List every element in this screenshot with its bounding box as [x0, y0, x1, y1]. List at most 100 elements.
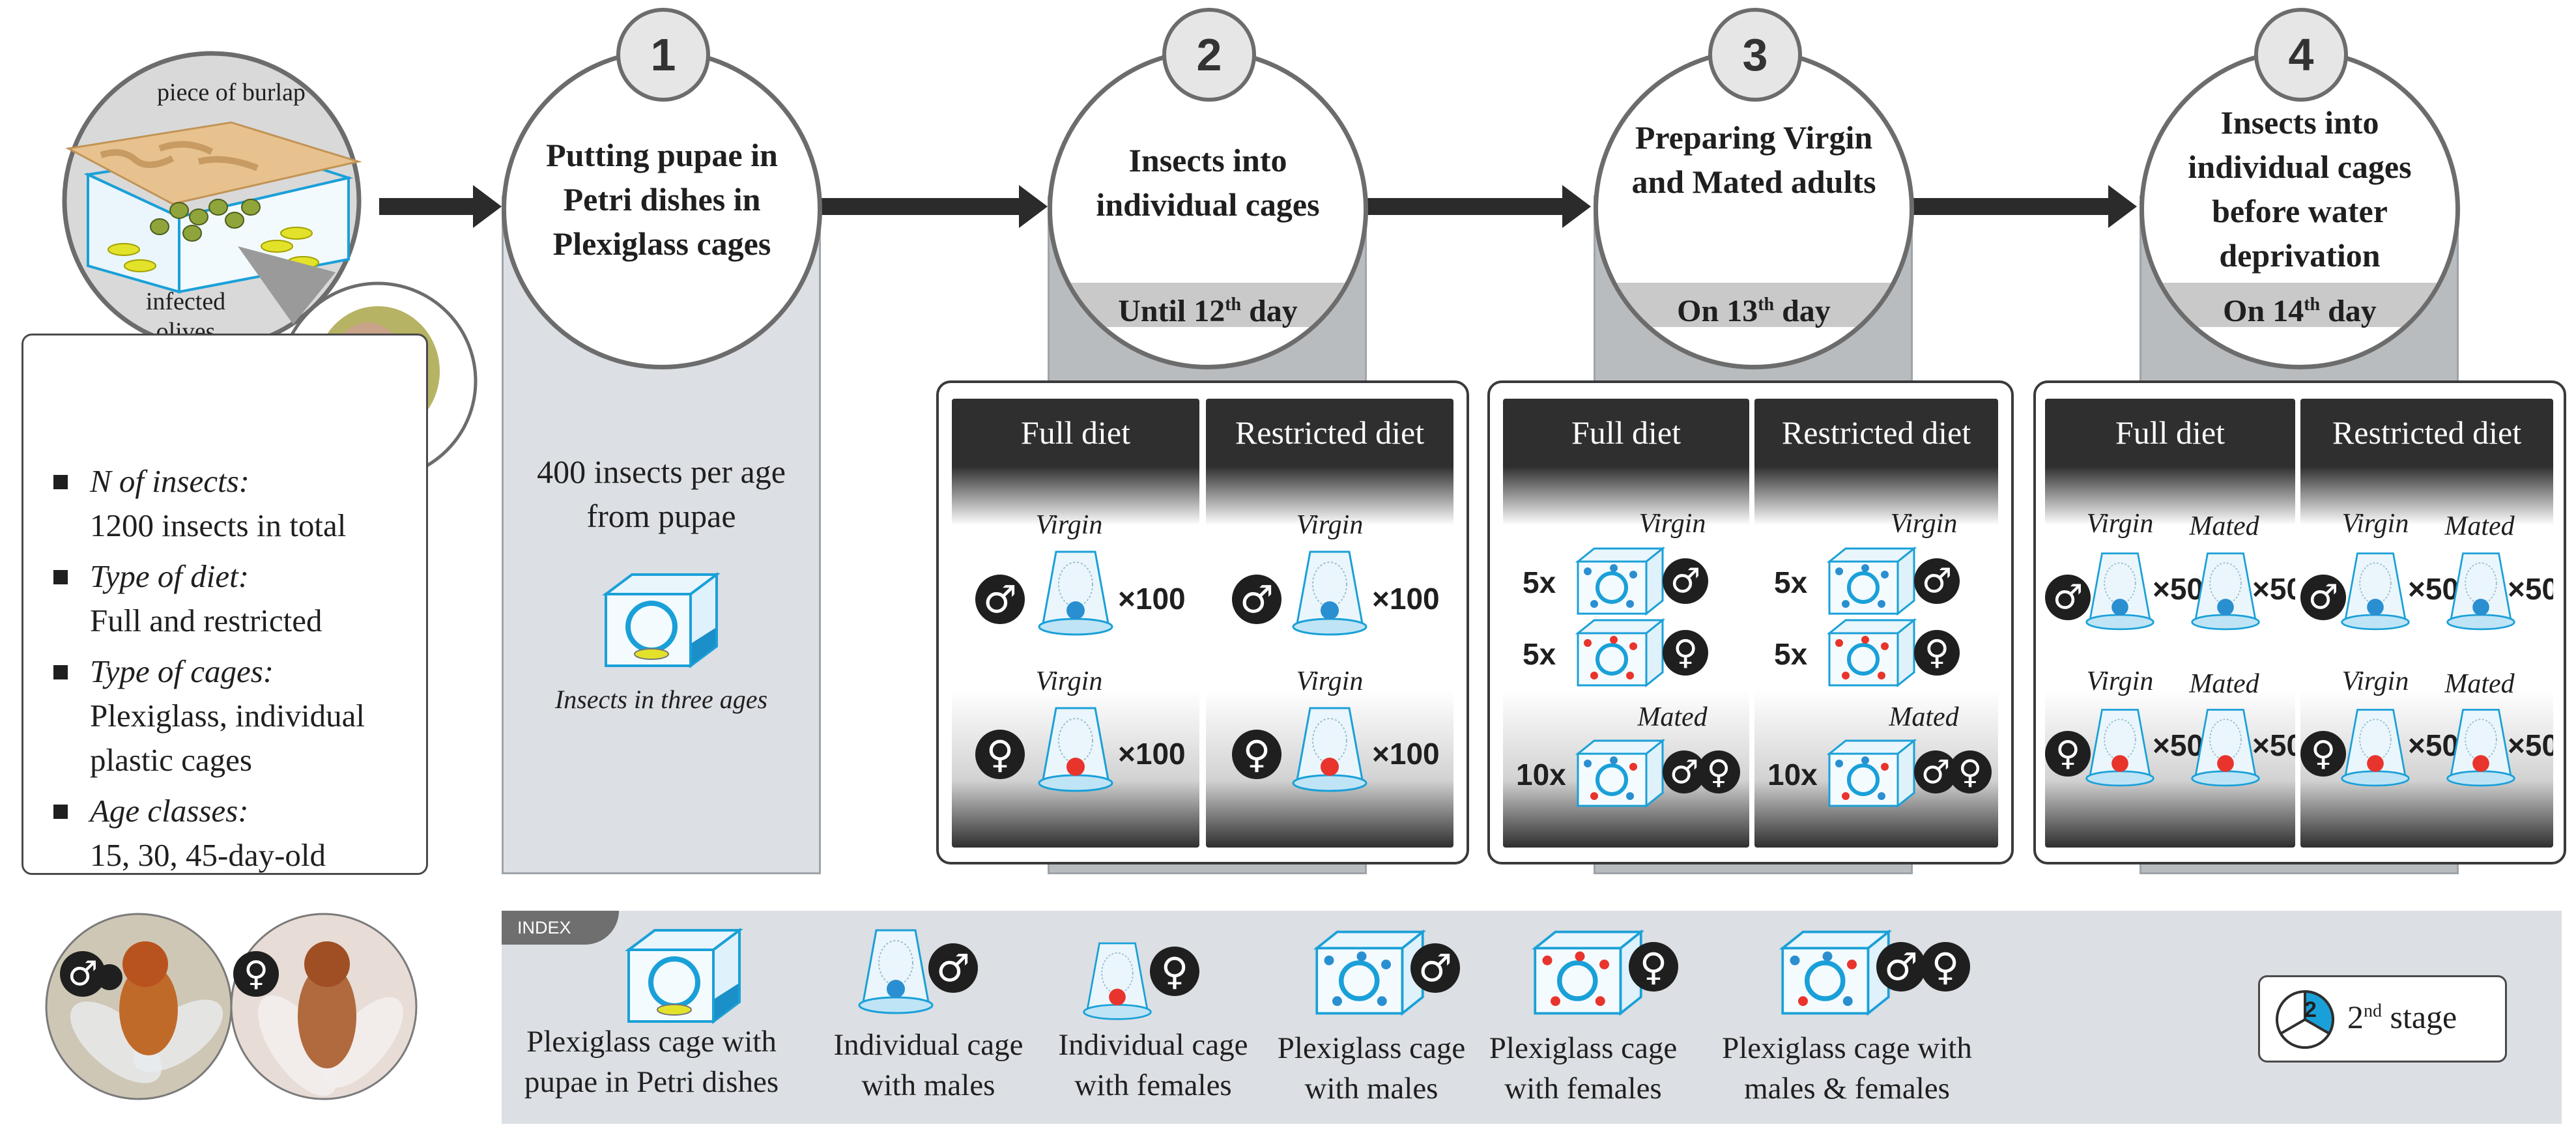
- individual-cage-female-icon: [1038, 707, 1113, 792]
- individual-cage-male-icon: [858, 929, 934, 1014]
- individual-cage-female-icon: [1292, 707, 1367, 792]
- stage-2-circle: Insects into individual cages Until 12th…: [1048, 49, 1368, 369]
- stage-4-number: 4: [2254, 8, 2348, 102]
- plexiglass-cage-females-icon: [1575, 618, 1666, 688]
- count-label: ×50: [2153, 728, 2204, 762]
- count-label: ×50: [2408, 728, 2459, 762]
- female-fly-photo: ♀: [229, 912, 418, 1101]
- restricted-diet-header: Restricted diet: [1754, 399, 1998, 466]
- stage-3-day-band: On 13th day: [1598, 283, 1910, 328]
- individual-cage-female-icon: [2446, 709, 2515, 787]
- virgin-label: Virgin: [1035, 666, 1103, 696]
- index-label-plexiglass-males: Plexiglass cage with males: [1277, 1031, 1466, 1106]
- summary-item-ages: Age classes:15, 30, 45-day-old: [50, 789, 421, 878]
- female-symbol-icon: ♀: [2300, 731, 2346, 777]
- stage-3-restricted-diet: Restricted diet Virgin 5x ♂ 5x ♀ Mated 1…: [1754, 399, 1998, 848]
- male-symbol-icon: ♂: [2045, 575, 2091, 620]
- flow-arrow-4: [1909, 185, 2137, 228]
- individual-cage-female-icon: [2085, 709, 2154, 787]
- restricted-diet-header: Restricted diet: [2300, 399, 2553, 466]
- stage-4-restricted-diet: Restricted diet Virgin Mated ♂ ×50 ×50 V…: [2300, 399, 2553, 848]
- female-symbol-icon: ♀: [233, 951, 279, 997]
- stage-1-number: 1: [616, 8, 710, 102]
- plexiglass-cage-mixed-icon: [1826, 738, 1917, 808]
- individual-cage-female-icon: [2191, 709, 2260, 787]
- individual-cage-male-icon: [2446, 552, 2515, 631]
- plexiglass-cage-males-icon: [1826, 546, 1917, 616]
- male-symbol-icon: ♂: [2300, 575, 2346, 620]
- female-symbol-icon: ♀: [2045, 731, 2091, 777]
- flow-arrow-3: [1363, 185, 1591, 228]
- count-label: 5x: [1774, 565, 1808, 599]
- female-symbol-icon: ♀: [1949, 750, 1992, 793]
- female-symbol-icon: ♀: [1914, 630, 1960, 676]
- individual-cage-female-icon: [2341, 709, 2410, 787]
- plexiglass-cage-females-icon: [1531, 929, 1645, 1016]
- olive-setup-illustration: [62, 51, 362, 350]
- stage-4-day-band: On 14th day: [2144, 283, 2455, 328]
- index-label-plexiglass-mixed: Plexiglass cage with males & females: [1722, 1031, 1972, 1106]
- plexiglass-cage-females-icon: [1826, 618, 1917, 688]
- stage-3-panel: Full diet Virgin 5x ♂ 5x ♀ Mated 10x: [1487, 380, 2014, 864]
- male-symbol-icon: ♂: [1232, 575, 1281, 624]
- virgin-label: Virgin: [2341, 509, 2409, 539]
- male-symbol-icon: ♂: [975, 575, 1025, 624]
- index-legend: INDEX Plexiglass cage with pupae in Petr…: [502, 911, 2562, 1124]
- flow-arrow-2: [820, 185, 1048, 228]
- stage-4-title: Insects into individual cages before wat…: [2188, 104, 2412, 274]
- stage-2-panel: Full diet Virgin ♂ ×100 Virgin ♀ ×100 Re…: [936, 380, 1469, 864]
- index-label-petri-cage: Plexiglass cage with pupae in Petri dish…: [524, 1025, 779, 1099]
- index-label-individual-female: Individual cage with females: [1058, 1028, 1248, 1102]
- stage-1-title: Putting pupae in Petri dishes in Plexigl…: [546, 137, 778, 262]
- restricted-diet-header: Restricted diet: [1206, 399, 1453, 466]
- virgin-label: Virgin: [1890, 509, 1958, 539]
- male-symbol-icon: ♂: [1914, 750, 1957, 793]
- plexiglass-cage-mixed-icon: [1779, 929, 1893, 1016]
- count-label: 10x: [1516, 758, 1566, 792]
- petri-cage-icon: [625, 928, 743, 1024]
- stage-3-number: 3: [1708, 8, 1802, 102]
- stage-4-full-diet: Full diet Virgin Mated ♂ ×50 ×50 Virgin …: [2045, 399, 2295, 848]
- plexiglass-cage-mixed-icon: [1575, 738, 1666, 808]
- virgin-label: Virgin: [2086, 666, 2154, 696]
- individual-cage-male-icon: [2341, 552, 2410, 631]
- count-label: 5x: [1774, 637, 1808, 671]
- mated-label: Mated: [1889, 702, 1959, 732]
- full-diet-header: Full diet: [2045, 399, 2295, 466]
- female-symbol-icon: ♀: [1150, 947, 1199, 996]
- flow-arrow-1: [379, 185, 502, 228]
- stage-pie-number: 2: [2304, 997, 2317, 1022]
- count-label: ×100: [1372, 582, 1440, 616]
- full-diet-header: Full diet: [1503, 399, 1749, 466]
- stage-3-title: Preparing Virgin and Mated adults: [1631, 119, 1876, 200]
- summary-item-cages: Type of cages:Plexiglass, individual pla…: [50, 650, 421, 782]
- count-label: ×50: [2252, 572, 2295, 606]
- female-symbol-icon: ♀: [1232, 730, 1281, 779]
- female-symbol-icon: ♀: [1629, 942, 1678, 992]
- mated-label: Mated: [2444, 511, 2515, 541]
- index-label-individual-male: Individual cage with males: [833, 1028, 1023, 1102]
- stage-1-cage-icon: [599, 568, 723, 672]
- male-symbol-icon: ♂: [1876, 942, 1926, 992]
- stage-2-restricted-diet: Restricted diet Virgin ♂ ×100 Virgin ♀ ×…: [1206, 399, 1453, 848]
- stage-indicator-text: 2nd stage: [2347, 999, 2457, 1035]
- stage-1-body: 400 insects per age from pupae: [537, 453, 786, 534]
- male-symbol-icon: ♂: [1914, 558, 1960, 604]
- individual-cage-female-icon: [1083, 942, 1152, 1020]
- plexiglass-cage-males-icon: [1575, 546, 1666, 616]
- full-diet-header: Full diet: [952, 399, 1199, 466]
- count-label: ×50: [2508, 572, 2553, 606]
- index-label-plexiglass-females: Plexiglass cage with females: [1489, 1031, 1678, 1106]
- count-label: ×100: [1118, 582, 1186, 616]
- mated-label: Mated: [1637, 702, 1708, 732]
- individual-cage-male-icon: [1038, 550, 1113, 636]
- mated-label: Mated: [2189, 669, 2259, 699]
- index-tab: INDEX: [502, 911, 619, 945]
- female-symbol-icon: ♀: [975, 730, 1025, 779]
- count-label: ×100: [1372, 737, 1440, 771]
- virgin-label: Virgin: [2341, 666, 2409, 696]
- experiment-summary-box: N of insects:1200 insects in total Type …: [21, 334, 428, 875]
- female-symbol-icon: ♀: [1697, 750, 1740, 793]
- virgin-label: Virgin: [1296, 510, 1364, 540]
- burlap-label: piece of burlap: [157, 79, 306, 106]
